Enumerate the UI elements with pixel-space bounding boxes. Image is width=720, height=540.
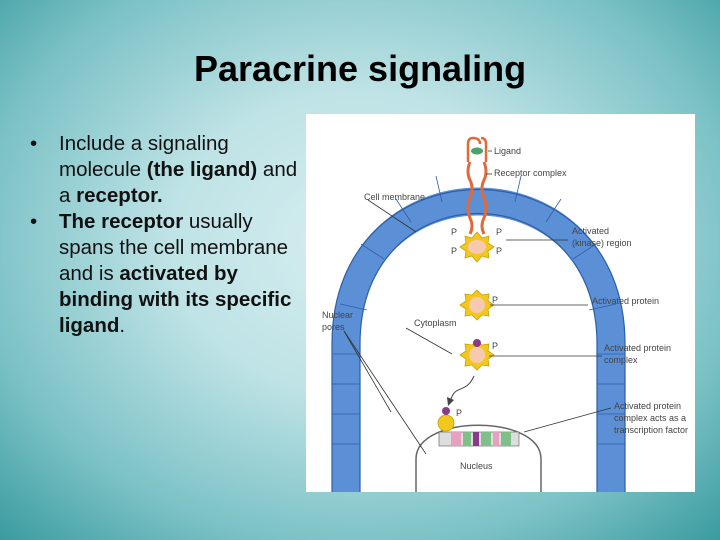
p-label-2: P	[451, 246, 457, 256]
bullet-1-text-1: Include a signaling molecule	[59, 132, 229, 181]
bullet-2-bold-2: activated by binding with its specific l…	[59, 262, 292, 337]
cytoplasm-label: Cytoplasm	[414, 318, 457, 328]
slide-title: Paracrine signaling	[193, 48, 527, 89]
cell-membrane-band	[332, 187, 625, 492]
p-label-6: P	[492, 341, 498, 351]
tf-label-2: complex acts as a	[614, 413, 686, 423]
bullet-2-text-1: usually spans the cell membrane and is	[59, 210, 289, 285]
bullet-1-bold-2: receptor.	[76, 184, 163, 207]
transcription-factor	[437, 414, 455, 432]
paracrine-diagram: Nucleus P P P P P P	[306, 114, 695, 492]
cell-membrane-inner-edge	[359, 213, 598, 492]
bullet-1-text-2: and a	[59, 158, 298, 207]
p-label-5: P	[492, 295, 498, 305]
bullet-2-text-2: .	[119, 314, 126, 337]
activated-protein	[459, 289, 495, 321]
arrow-head	[447, 397, 454, 406]
dna-segments	[451, 432, 511, 446]
ligand-label: Ligand	[494, 146, 521, 156]
cell-membrane-label: Cell membrane	[364, 192, 425, 202]
bullet-marker: •	[30, 132, 38, 155]
tf-label-3: transcription factor	[614, 425, 688, 435]
membrane-texture	[332, 175, 625, 445]
activated-complex-label-1: Activated protein	[604, 343, 671, 353]
translocation-arrow	[450, 375, 475, 400]
activated-kinase-region	[459, 231, 495, 263]
p-label-3: P	[496, 227, 502, 237]
p-label-7: P	[456, 408, 462, 418]
bullet-list: • Include a signaling molecule (the ligan…	[28, 131, 303, 339]
bullet-marker: •	[30, 210, 38, 233]
bullet-1-bold-1: (the ligand)	[146, 158, 258, 181]
nuclear-pores-label-1: Nuclear	[322, 310, 353, 320]
bullet-2-bold-1: The receptor	[59, 210, 184, 233]
tf-label-1: Activated protein	[614, 401, 681, 411]
receptor-complex	[466, 136, 488, 235]
activated-complex-label-2: complex	[604, 355, 638, 365]
activated-protein-complex	[459, 339, 495, 371]
nuclear-pores-label-2: pores	[322, 322, 345, 332]
leader-lines	[343, 150, 612, 455]
p-label-4: P	[496, 246, 502, 256]
bullet-item-1: • Include a signaling molecule (the ligan…	[28, 131, 303, 209]
bullet-item-2: • The receptor usually spans the cell mem…	[28, 209, 303, 339]
activated-label-2: (kinase) region	[572, 238, 632, 248]
activated-label-1: Activated	[572, 226, 609, 236]
p-label-1: P	[451, 227, 457, 237]
ligand-molecule	[471, 147, 483, 155]
diagram-svg: Nucleus P P P P P P	[322, 136, 688, 492]
nucleus-label: Nucleus	[460, 461, 493, 471]
cell-membrane-outer-edge	[331, 189, 626, 492]
activated-protein-label: Activated protein	[592, 296, 659, 306]
transcription-factor-cap	[442, 407, 450, 415]
receptor-complex-label: Receptor complex	[494, 168, 567, 178]
